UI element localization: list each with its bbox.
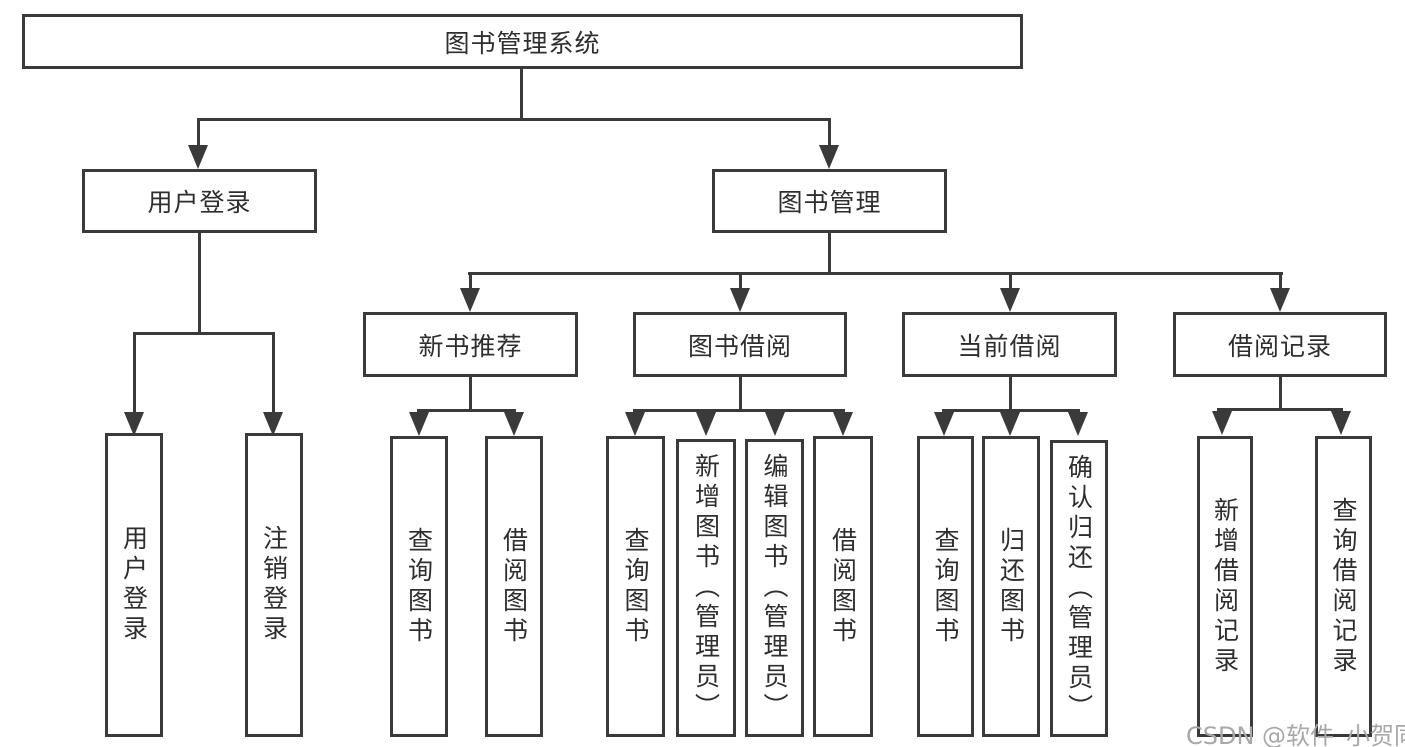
connector-new-book-bar	[417, 409, 516, 412]
node-borrowing-records-label: 借阅记录	[1227, 331, 1332, 361]
leaf-borrow-books-recommend: 借阅图书	[485, 436, 543, 737]
leaf-user-login: 用户登录	[105, 433, 163, 737]
connector-current-borrowing-drop	[1009, 272, 1012, 288]
leaf-logout-label: 注销登录	[259, 525, 289, 645]
connector-current-borrowing-stem	[1009, 377, 1012, 410]
leaf-query-borrow-record-label: 查询借阅记录	[1329, 496, 1358, 677]
node-book-borrowing-label: 图书借阅	[687, 331, 792, 361]
arrowhead-user-login	[188, 145, 208, 169]
connector-current-borrowing-bar	[942, 409, 1080, 412]
leaf-add-books-admin-label: 新增图书（管理员）	[691, 453, 721, 723]
connector-user-login-stem	[198, 233, 201, 332]
connector-user-login-bar	[133, 332, 275, 335]
connector-book-borrowing-drop	[739, 272, 742, 288]
node-book-management: 图书管理	[712, 169, 947, 233]
leaf-borrow-books-borrowing: 借阅图书	[813, 436, 873, 737]
node-new-book-recommend: 新书推荐	[363, 312, 578, 377]
node-new-book-recommend-label: 新书推荐	[418, 331, 523, 361]
connector-level3-bar	[468, 272, 1283, 275]
arrowhead-add-borrow-record	[1212, 411, 1232, 435]
arrowhead-book-management	[819, 145, 839, 169]
node-book-borrowing: 图书借阅	[633, 312, 847, 377]
arrowhead-current-borrowing	[1000, 288, 1020, 312]
node-root: 图书管理系统	[22, 14, 1023, 69]
node-user-login-label: 用户登录	[147, 188, 252, 217]
arrowhead-query-books-current	[934, 412, 954, 436]
arrowhead-book-borrowing	[730, 288, 750, 312]
leaf-return-books-label: 归还图书	[996, 526, 1026, 647]
leaf-user-login-label: 用户登录	[119, 525, 149, 645]
leaf-borrow-books-borrowing-label: 借阅图书	[828, 526, 858, 647]
node-book-management-label: 图书管理	[777, 188, 882, 217]
node-current-borrowing-label: 当前借阅	[957, 331, 1062, 361]
leaf-return-books: 归还图书	[982, 436, 1040, 737]
leaf-confirm-return-admin-label: 确认归还（管理员）	[1064, 453, 1094, 724]
arrowhead-add-books-admin	[696, 412, 716, 436]
arrowhead-query-books-recommend	[409, 412, 429, 436]
arrowhead-new-book-recommend	[460, 288, 480, 312]
connector-user-login-drop	[197, 118, 200, 145]
arrowhead-borrow-books-recommend	[504, 412, 524, 436]
connector-new-book-stem	[469, 377, 472, 410]
leaf-edit-books-admin: 编辑图书（管理员）	[745, 439, 804, 737]
connector-book-borrowing-stem	[739, 377, 742, 410]
leaf-edit-books-admin-label: 编辑图书（管理员）	[760, 453, 789, 723]
arrowhead-query-books-borrowing	[625, 412, 645, 436]
leaf-add-borrow-record-label: 新增借阅记录	[1210, 496, 1240, 677]
leaf-query-books-borrowing: 查询图书	[606, 436, 665, 737]
connector-book-management-drop	[828, 118, 831, 145]
arrowhead-query-borrow-record	[1331, 411, 1351, 435]
arrowhead-login	[124, 412, 144, 436]
leaf-query-books-recommend: 查询图书	[390, 436, 448, 737]
leaf-query-books-current-label: 查询图书	[931, 526, 960, 647]
connector-root-stem	[520, 69, 523, 118]
leaf-confirm-return-admin: 确认归还（管理员）	[1050, 440, 1108, 737]
arrowhead-edit-books-admin	[765, 412, 785, 436]
connector-borrowing-records-drop	[1279, 272, 1282, 288]
connector-new-book-drop	[469, 272, 472, 288]
connector-borrowing-records-stem	[1279, 377, 1282, 409]
node-root-label: 图书管理系统	[444, 28, 601, 58]
leaf-logout: 注销登录	[245, 433, 303, 737]
connector-borrowing-records-bar	[1217, 408, 1343, 411]
node-borrowing-records: 借阅记录	[1173, 312, 1387, 377]
connector-logout-drop	[272, 332, 275, 412]
connector-book-borrowing-bar	[633, 409, 845, 412]
leaf-add-books-admin: 新增图书（管理员）	[676, 439, 736, 737]
leaf-query-books-current: 查询图书	[917, 436, 974, 737]
arrowhead-return-books	[1000, 412, 1020, 436]
connector-book-management-stem	[828, 233, 831, 275]
arrowhead-borrow-books-borrowing	[833, 412, 853, 436]
arrowhead-borrowing-records	[1270, 288, 1290, 312]
arrowhead-confirm-return-admin	[1068, 412, 1088, 436]
connector-level2-bar	[197, 118, 831, 121]
connector-login-drop	[133, 332, 136, 412]
leaf-borrow-books-recommend-label: 借阅图书	[499, 526, 529, 647]
node-current-borrowing: 当前借阅	[902, 312, 1117, 377]
node-user-login: 用户登录	[82, 169, 317, 233]
leaf-query-books-recommend-label: 查询图书	[404, 526, 434, 647]
watermark-text: CSDN @软件_小贺同学	[1186, 722, 1405, 747]
leaf-query-books-borrowing-label: 查询图书	[621, 526, 650, 647]
arrowhead-logout	[263, 412, 283, 436]
leaf-query-borrow-record: 查询借阅记录	[1315, 436, 1372, 737]
leaf-add-borrow-record: 新增借阅记录	[1197, 436, 1253, 737]
